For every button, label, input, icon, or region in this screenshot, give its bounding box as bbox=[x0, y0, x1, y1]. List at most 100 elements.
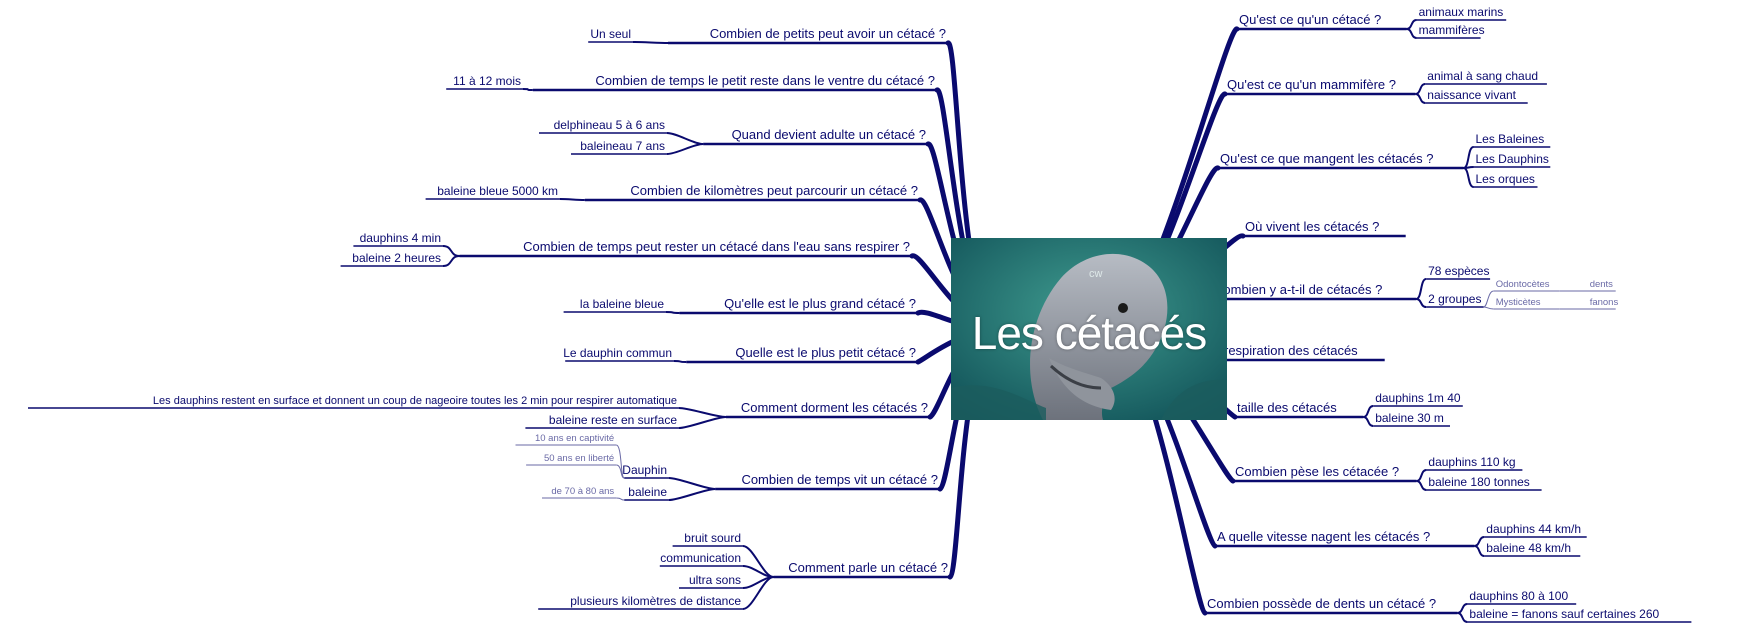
right-subsub-label: dents bbox=[1590, 279, 1613, 290]
left-answer-connector bbox=[666, 143, 704, 155]
right-answer-label: dauphins 44 km/h bbox=[1486, 522, 1581, 536]
right-answer-connector bbox=[1362, 405, 1374, 418]
right-answer-label: baleine 180 tonnes bbox=[1428, 475, 1529, 489]
left-sub-label: 50 ans en liberté bbox=[544, 453, 614, 464]
left-answer-label: Les dauphins restent en surface et donne… bbox=[153, 395, 677, 407]
left-answer-label: baleine bbox=[628, 485, 667, 499]
left-question-label: Qu'elle est le plus grand cétacé ? bbox=[724, 296, 916, 311]
left-question-label: Combien de temps peut rester un cétacé d… bbox=[523, 239, 910, 254]
right-question-label: A quelle vitesse nagent les cétacés ? bbox=[1217, 529, 1430, 544]
left-sub-label: 10 ans en captivité bbox=[535, 433, 614, 444]
left-answer-connector bbox=[559, 198, 585, 201]
right-answer-label: Les Dauphins bbox=[1476, 152, 1549, 166]
left-answer-connector bbox=[668, 488, 716, 501]
left-answer-connector bbox=[673, 360, 687, 363]
right-answer-connector bbox=[1406, 19, 1417, 30]
branch-lines bbox=[28, 19, 1692, 623]
left-question-label: Quand devient adulte un cétacé ? bbox=[732, 127, 926, 142]
left-answer-label: plusieurs kilomètres de distance bbox=[570, 594, 741, 608]
right-answer-label: mammifères bbox=[1419, 23, 1485, 37]
right-answer-connector bbox=[1415, 83, 1426, 95]
left-question-label: Combien de temps le petit reste dans le … bbox=[595, 73, 935, 88]
left-answer-label: la baleine bleue bbox=[580, 297, 664, 311]
left-sub-connector bbox=[616, 497, 625, 501]
left-question-label: Combien de temps vit un cétacé ? bbox=[741, 472, 938, 487]
dolphin-picture bbox=[951, 238, 1227, 420]
left-question-label: Comment dorment les cétacés ? bbox=[741, 400, 928, 415]
right-question-label: Qu'est ce que mangent les cétacés ? bbox=[1220, 151, 1434, 166]
right-sub-label: Mysticètes bbox=[1496, 297, 1541, 308]
right-question-label: respiration des cétacés bbox=[1224, 343, 1358, 358]
right-question-label: Combien y a-t-il de cétacés ? bbox=[1214, 282, 1382, 297]
left-question-label: Quelle est le plus petit cétacé ? bbox=[735, 345, 916, 360]
left-answer-label: bruit sourd bbox=[684, 531, 741, 545]
left-answer-label: baleine reste en surface bbox=[549, 413, 677, 427]
right-answer-connector bbox=[1363, 416, 1374, 427]
left-answer-connector bbox=[678, 416, 726, 429]
right-answer-label: baleine = fanons sauf certaines 260 bbox=[1469, 607, 1659, 621]
right-sub-label: Odontocètes bbox=[1496, 279, 1550, 290]
right-answer-connector bbox=[1416, 480, 1427, 491]
right-answer-connector bbox=[1474, 545, 1485, 557]
center-title: Les cétacés bbox=[971, 307, 1207, 359]
right-answer-label: dauphins 1m 40 bbox=[1375, 391, 1461, 405]
left-answer-label: baleine bleue 5000 km bbox=[437, 184, 558, 198]
right-question-label: Combien pèse les cétacée ? bbox=[1235, 464, 1399, 479]
right-question-label: Qu'est ce qu'un cétacé ? bbox=[1239, 12, 1381, 27]
left-answer-label: communication bbox=[660, 551, 741, 565]
right-answer-connector bbox=[1457, 603, 1468, 614]
right-answer-connector bbox=[1463, 146, 1474, 169]
right-answer-label: baleine 30 m bbox=[1375, 411, 1444, 425]
right-question-label: Combien possède de dents un cétacé ? bbox=[1207, 596, 1436, 611]
left-answer-connector bbox=[522, 88, 533, 91]
right-answer-label: 2 groupes bbox=[1428, 292, 1481, 306]
right-question-label: Qu'est ce qu'un mammifère ? bbox=[1227, 77, 1396, 92]
left-answer-label: dauphins 4 min bbox=[360, 231, 441, 245]
right-question-label: Où vivent les cétacés ? bbox=[1245, 219, 1379, 234]
right-answer-label: animal à sang chaud bbox=[1427, 69, 1538, 83]
right-answer-label: Les orques bbox=[1476, 172, 1535, 186]
left-answer-label: ultra sons bbox=[689, 573, 741, 587]
right-sub-connector bbox=[1483, 290, 1494, 308]
left-question-label: Combien de petits peut avoir un cétacé ? bbox=[710, 26, 946, 41]
left-answer-connector bbox=[665, 311, 680, 314]
right-answer-connector bbox=[1457, 612, 1468, 623]
left-sub-connector bbox=[616, 464, 625, 479]
right-answer-label: baleine 48 km/h bbox=[1486, 541, 1571, 555]
left-answer-label: Le dauphin commun bbox=[563, 346, 672, 360]
right-sub-connector bbox=[1483, 306, 1494, 310]
left-answer-label: Un seul bbox=[590, 27, 631, 41]
right-answer-label: Les Baleines bbox=[1476, 132, 1545, 146]
left-answer-connector bbox=[678, 407, 726, 418]
right-answer-label: dauphins 110 kg bbox=[1428, 455, 1515, 469]
right-answer-connector bbox=[1463, 167, 1474, 188]
left-answer-label: delphineau 5 à 6 ans bbox=[554, 118, 665, 132]
left-answer-connector bbox=[742, 565, 774, 578]
right-answer-label: naissance vivant bbox=[1427, 88, 1516, 102]
right-answer-connector bbox=[1415, 93, 1426, 104]
right-question-label: taille des cétacés bbox=[1237, 400, 1337, 415]
left-answer-label: Dauphin bbox=[622, 463, 667, 477]
right-answer-connector bbox=[1474, 536, 1485, 547]
left-answer-connector bbox=[442, 255, 460, 267]
left-answer-connector bbox=[742, 576, 774, 610]
right-answer-connector bbox=[1415, 278, 1427, 300]
photo-watermark: cw bbox=[1089, 268, 1103, 280]
right-answer-connector bbox=[1406, 28, 1417, 39]
left-answer-connector bbox=[442, 245, 460, 257]
right-subsub-label: fanons bbox=[1590, 297, 1619, 308]
left-question-label: Comment parle un cétacé ? bbox=[788, 560, 948, 575]
center-node-dolphin-image: cw Les cétacés bbox=[951, 238, 1227, 420]
right-answer-label: animaux marins bbox=[1419, 5, 1504, 19]
right-answer-label: 78 espèces bbox=[1428, 264, 1489, 278]
right-answer-connector bbox=[1415, 298, 1427, 308]
left-answer-connector bbox=[666, 132, 704, 145]
left-sub-label: de 70 à 80 ans bbox=[551, 486, 614, 497]
left-answer-label: 11 à 12 mois bbox=[453, 74, 521, 88]
left-question-label: Combien de kilomètres peut parcourir un … bbox=[630, 183, 918, 198]
left-answer-connector bbox=[632, 41, 669, 44]
left-answer-connector bbox=[668, 477, 716, 490]
left-answer-label: baleineau 7 ans bbox=[580, 139, 665, 153]
left-answer-label: baleine 2 heures bbox=[352, 251, 441, 265]
